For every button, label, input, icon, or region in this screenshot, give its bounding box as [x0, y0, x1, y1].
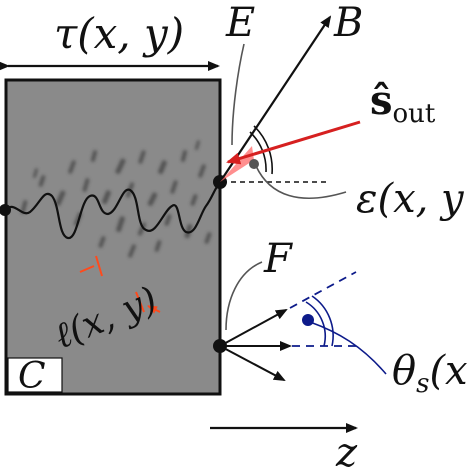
ray-f-down	[219, 345, 286, 381]
e-leader	[231, 43, 245, 146]
theta-main: θ	[392, 348, 416, 394]
ell-marker-left-bar	[95, 255, 103, 277]
theta-arc-outer	[311, 295, 334, 347]
ell-marker-left-line	[79, 265, 95, 273]
cone-wedge	[220, 146, 254, 182]
z-label: z	[335, 430, 358, 474]
left-boundary-dot	[0, 204, 11, 216]
theta-label: θs(x	[392, 348, 468, 399]
theta-arc-inner	[305, 301, 327, 347]
scatter-texture	[20, 140, 212, 258]
e-label: E	[225, 0, 255, 46]
s-out-main: ŝ	[370, 77, 393, 124]
ell-marker-right-line	[147, 305, 161, 314]
s-out-label: ŝout	[370, 77, 436, 129]
ray-f-up	[219, 309, 288, 347]
rough-interface-line	[5, 181, 221, 240]
theta-dot	[302, 314, 314, 326]
theta-leader	[309, 321, 387, 375]
epsilon-leader	[255, 165, 347, 199]
angle-arc-outer	[253, 125, 273, 175]
c-label: C	[18, 356, 46, 397]
tau-label: τ(x, y)	[54, 9, 184, 58]
theta-rest: (x	[429, 348, 467, 394]
theta-sub: s	[416, 369, 429, 399]
s-out-sub: out	[393, 99, 436, 129]
b-label: B	[333, 0, 363, 46]
cone-dashed-upper	[289, 271, 357, 309]
f-leader	[225, 261, 263, 331]
medium-slab	[4, 78, 222, 396]
c-label-box	[7, 357, 63, 393]
epsilon-label: ε(x, y	[356, 176, 465, 222]
f-label: F	[263, 236, 293, 282]
ell-marker-right-bar	[135, 291, 145, 313]
s-out-ray	[226, 120, 361, 165]
